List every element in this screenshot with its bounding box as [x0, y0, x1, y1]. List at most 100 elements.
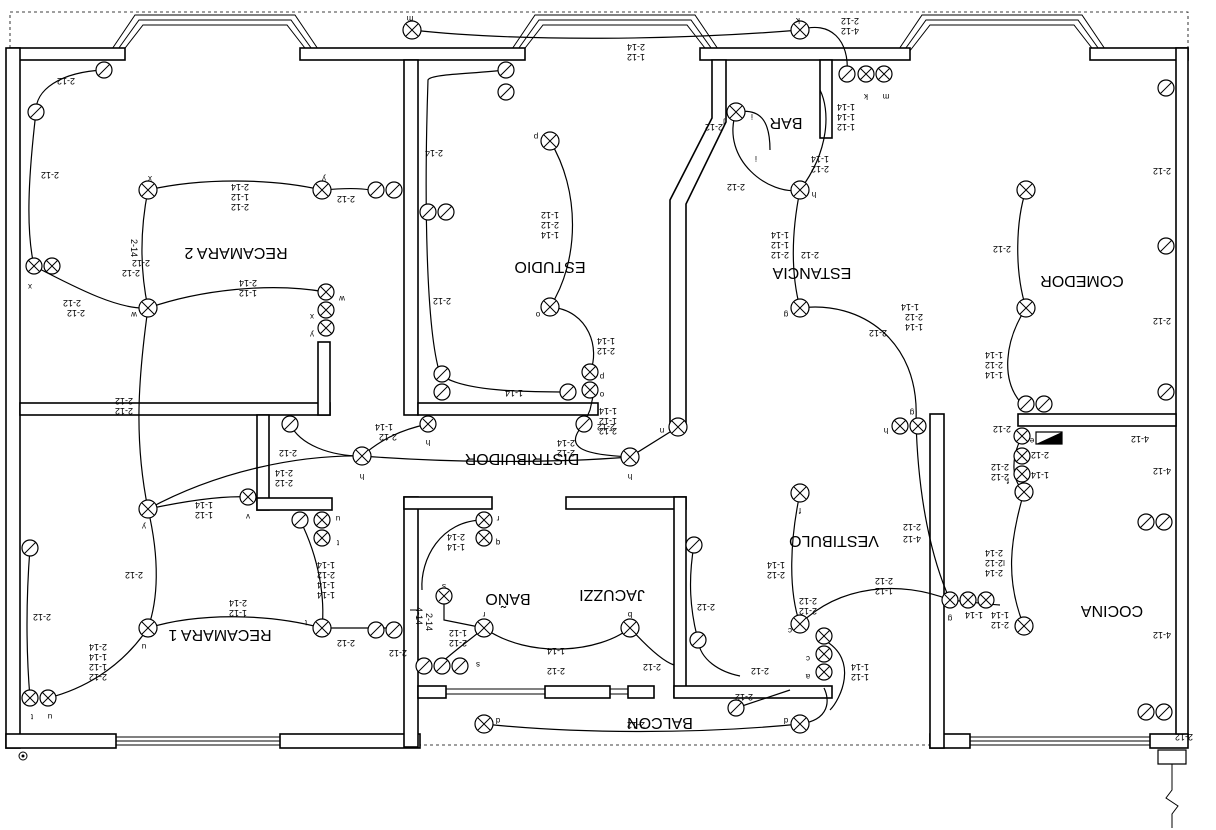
outlet-com-2 — [1157, 237, 1175, 255]
tag-d: d — [496, 716, 500, 725]
outlet-rec1-2 — [367, 621, 385, 639]
outlet-rec2-3 — [367, 181, 385, 199]
tag-y: y — [322, 174, 326, 183]
room-recamara2: RECAMARA 2 — [184, 244, 287, 261]
circuit-label: 2-12 — [869, 328, 887, 338]
outlet-ves-1 — [685, 536, 703, 554]
circuit-label: 4-12 — [1153, 630, 1171, 640]
tag-w2: w — [339, 294, 346, 303]
circuit-label: 1-14 — [811, 154, 829, 164]
circuit-label: 2-12 — [991, 620, 1009, 630]
switch-group-rec2-left — [25, 257, 61, 275]
tag-f: f — [1006, 476, 1009, 485]
tag-x2: x — [310, 312, 314, 321]
tag-u2: u — [48, 712, 52, 721]
tag-j: j — [723, 118, 726, 127]
circuit-labels: 2-12 2-12 2-14 1-12 2-12 2-12 2-14 2-12 … — [33, 16, 1193, 742]
circuit-label: 2-14 — [275, 468, 293, 478]
circuit-label: 2-12 — [767, 570, 785, 580]
circuit-label: 2-14 — [239, 278, 257, 288]
circuit-label: 2-12 — [115, 406, 133, 416]
luminaire-estancia-lower — [790, 298, 810, 318]
luminaire-bano — [474, 618, 494, 638]
luminaire-balcon-right — [790, 714, 810, 734]
tag-l: l — [1003, 558, 1005, 567]
circuit-label: 1-14 — [837, 112, 855, 122]
luminaire-recamara1-lower — [138, 618, 158, 638]
circuit-label: 2-12 — [122, 268, 140, 278]
circuit-label: 1-12 — [449, 628, 467, 638]
wiring — [26, 26, 1027, 733]
circuit-label: 2-12 — [993, 244, 1011, 254]
luminaire-estudio-upper — [540, 131, 560, 151]
luminaire-closet-1 — [239, 488, 257, 506]
outlet-com-1 — [1157, 79, 1175, 97]
circuit-label: 2-12 — [279, 448, 297, 458]
outlet-est-5 — [433, 365, 451, 383]
tag-v: v — [246, 512, 250, 521]
tag-h4: h — [812, 190, 816, 199]
tag-h5: h — [884, 426, 888, 435]
circuit-label: 1-14 — [771, 230, 789, 240]
circuit-label: 2-14 — [229, 598, 247, 608]
tag-c2: c — [806, 654, 810, 663]
circuit-label: 1-14 — [89, 652, 107, 662]
circuit-label: 1-12 — [195, 510, 213, 520]
outlet-rec2-4 — [385, 181, 403, 199]
fixture-tags: x y w w x y x y v u t t u u t h h h n p … — [28, 14, 1034, 725]
circuit-label: 2-12 — [57, 76, 75, 86]
circuit-label: 2-12 — [449, 638, 467, 648]
circuit-label: 1-12 — [229, 608, 247, 618]
circuit-label: 2-12 — [1175, 732, 1193, 742]
tag-p: p — [533, 132, 538, 141]
circuit-label: 2-12 — [801, 250, 819, 260]
walls — [5, 47, 1189, 749]
circuit-label: 2-12 — [67, 308, 85, 318]
outlet-coc-3 — [1137, 703, 1155, 721]
circuit-label: 1-14 — [1031, 470, 1049, 480]
circuit-label: 2-12 — [905, 312, 923, 322]
circuit-label: 2-12 — [903, 522, 921, 532]
circuit-label: 1-14 — [599, 406, 617, 416]
outlet-coc-1 — [1137, 513, 1155, 531]
circuit-label: 2-12 — [557, 448, 575, 458]
circuit-label: 2-14 — [231, 182, 249, 192]
luminaire-recamara1-right — [312, 618, 332, 638]
switch-group-bano — [475, 511, 493, 547]
room-recamara1: RECAMARA 1 — [168, 626, 271, 643]
circuit-label: 2-14 — [89, 642, 107, 652]
switch-group-rec1-left — [21, 689, 57, 707]
circuit-label: 2-12 — [115, 396, 133, 406]
circuit-label: 2-12 — [727, 182, 745, 192]
circuit-label: 1-14 — [985, 350, 1003, 360]
circuit-label: 2-12 — [991, 472, 1009, 482]
circuit-label: 1-12 — [851, 672, 869, 682]
circuit-label: 1-12 — [231, 192, 249, 202]
outlet-est-7 — [559, 383, 577, 401]
tag-h: h — [360, 472, 364, 481]
circuit-label: 1-12 — [875, 586, 893, 596]
tag-t2: t — [30, 712, 33, 721]
circuit-label: 2-12 — [597, 346, 615, 356]
outlet-bano-3 — [451, 657, 469, 675]
circuit-label: 2-12 — [125, 570, 143, 580]
circuit-label: 1-12 — [837, 122, 855, 132]
tag-o2: o — [599, 390, 604, 399]
outlet-bano-1 — [415, 657, 433, 675]
outlet-coc-2 — [1155, 513, 1173, 531]
tag-c: c — [788, 626, 792, 635]
outlet-bano-2 — [433, 657, 451, 675]
luminaire-cocina-upper — [1014, 482, 1034, 502]
circuit-label: 2-14 — [627, 42, 645, 52]
luminaire-vestibulo-upper — [790, 483, 810, 503]
circuit-label: 2-12 — [275, 478, 293, 488]
circuit-label: 1-14 — [837, 102, 855, 112]
circuit-label: 1-12 — [89, 662, 107, 672]
circuit-label: 2-12 — [799, 606, 817, 616]
outlet-rec2-2 — [27, 103, 45, 121]
outlet-coc-4 — [1155, 703, 1173, 721]
circuit-label: 4-12 — [1131, 434, 1149, 444]
circuit-label: 4-12 — [903, 534, 921, 544]
circuit-label: 2-12 — [1153, 166, 1171, 176]
luminaire-cocina-lower — [1014, 616, 1034, 636]
